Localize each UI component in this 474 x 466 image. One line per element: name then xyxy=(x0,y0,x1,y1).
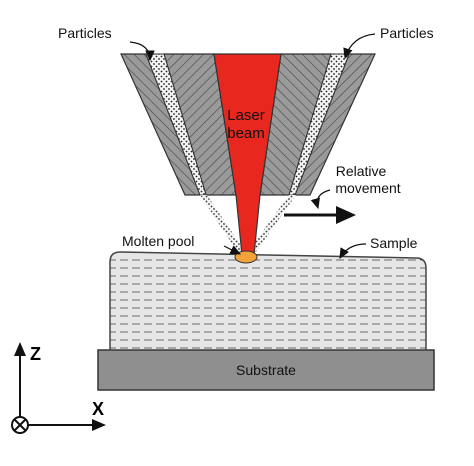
substrate-label: Substrate xyxy=(236,362,296,378)
particles-label-left: Particles xyxy=(58,25,112,41)
powder-stream-left xyxy=(200,195,248,256)
sample xyxy=(109,251,427,351)
laser-label-line1: Laser xyxy=(227,107,265,124)
movement-arrow xyxy=(284,206,356,224)
nozzle xyxy=(120,53,376,256)
substrate: Substrate xyxy=(97,349,435,391)
x-axis-arrowhead xyxy=(92,419,106,431)
laser-beam: Laser beam xyxy=(213,53,282,256)
molten-pool-pointer xyxy=(223,245,242,255)
axes: Z X xyxy=(11,342,106,434)
z-axis-arrowhead xyxy=(14,342,26,356)
sample-label: Sample xyxy=(370,235,418,251)
relative-movement-line2: movement xyxy=(335,180,400,196)
relative-movement-pointer xyxy=(310,189,331,210)
particles-pointer-left xyxy=(129,41,155,62)
sample-pointer xyxy=(339,243,367,260)
laser-label-line2: beam xyxy=(227,125,265,142)
molten-pool-label: Molten pool xyxy=(122,233,194,249)
particles-pointer-right xyxy=(343,33,376,60)
powder-stream-right xyxy=(245,195,296,256)
y-axis-into-page-icon xyxy=(11,416,29,434)
relative-movement-line1: Relative xyxy=(336,163,387,179)
particles-label-right: Particles xyxy=(380,25,434,41)
z-axis-label: Z xyxy=(30,344,41,364)
x-axis-label: X xyxy=(92,399,104,419)
